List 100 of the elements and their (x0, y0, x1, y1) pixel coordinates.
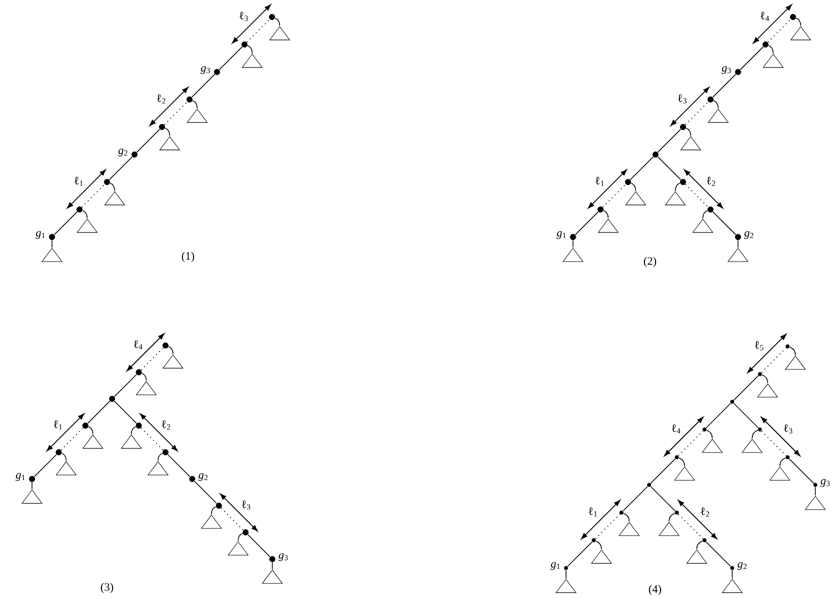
tree-node (136, 369, 142, 376)
subtree-triangle (136, 381, 157, 396)
tree-edge (768, 45, 774, 54)
node-label: g$_{3}$ (722, 66, 731, 74)
tree-edge (740, 46, 764, 70)
tree-edge (779, 458, 786, 466)
subtree-triangle (692, 218, 714, 233)
tree-node (674, 510, 679, 515)
dotted-line (761, 430, 786, 456)
tree-node (647, 482, 652, 487)
node-label: g$_{1}$ (36, 231, 45, 239)
node-label: g$_{3}$ (200, 66, 210, 74)
node-label: g$_{1}$ (556, 231, 566, 239)
tree-node (109, 396, 116, 402)
tree-node (762, 42, 769, 48)
node-label: g$_{1}$ (550, 562, 560, 570)
panel-caption: (2) (644, 256, 656, 268)
dotted-line (594, 514, 620, 540)
tree-edge (630, 182, 636, 192)
tree-edge (274, 18, 280, 26)
tree-node (786, 455, 790, 460)
length-label: ℓ$_{1}$ (596, 176, 604, 186)
tree-edge (34, 454, 57, 478)
tree-edge (732, 570, 733, 579)
node-label: g$_{3}$ (278, 553, 288, 561)
tree-edge (712, 74, 736, 98)
tree-node (680, 124, 686, 130)
dotted-line (60, 428, 84, 450)
tree-edge (130, 426, 136, 435)
subtree-triangle (82, 434, 104, 449)
dotted-line (684, 101, 709, 126)
tree-edge (61, 453, 67, 462)
tree-edge (167, 454, 190, 478)
dotted-line (81, 184, 106, 208)
tree-edge (789, 346, 796, 356)
length-label: ℓ$_{1}$ (74, 176, 83, 186)
tree-node (76, 206, 82, 212)
tree-node (702, 538, 707, 542)
tree-node (216, 502, 222, 509)
tree-edge (572, 240, 574, 248)
length-label: ℓ$_{3}$ (240, 12, 248, 21)
tree-node (786, 344, 790, 348)
length-label: ℓ$_{2}$ (162, 420, 170, 430)
tree-edge (136, 128, 160, 153)
tree-node (680, 179, 686, 185)
node-label: g$_{1}$ (16, 473, 25, 481)
tree-edge (788, 458, 814, 484)
tree-edge (211, 506, 216, 515)
length-label: ℓ$_{4}$ (672, 424, 680, 434)
tree-edge (696, 540, 703, 550)
tree-node (186, 96, 192, 102)
panel-caption: (4) (648, 584, 662, 596)
length-label: ℓ$_{2}$ (700, 507, 710, 517)
tree-edge (238, 533, 243, 542)
tree-edge (674, 182, 680, 192)
tree-node (758, 428, 762, 432)
tree-edge (622, 486, 648, 512)
tree-edge (762, 374, 768, 384)
tree-node (625, 179, 631, 185)
tree-edge (657, 156, 682, 180)
tree-edge (110, 182, 116, 192)
subtree-triangle (664, 191, 686, 206)
dotted-line (140, 347, 164, 370)
node-label: g$_{2}$ (744, 231, 754, 239)
tree-edge (272, 562, 273, 570)
tree-node (56, 449, 62, 456)
tree-edge (603, 210, 609, 219)
length-label: ℓ$_{5}$ (754, 341, 764, 350)
tree-edge (650, 458, 676, 484)
tree-edge (686, 128, 692, 136)
length-label: ℓ$_{3}$ (242, 500, 250, 510)
tree-node (758, 372, 762, 376)
length-label: ℓ$_{1}$ (54, 420, 62, 430)
subtree-triangle (686, 550, 708, 564)
length-label: ℓ$_{4}$ (760, 12, 770, 21)
tree-node (708, 96, 714, 102)
tree-node (242, 529, 249, 536)
tree-edge (574, 211, 599, 236)
tree-node (790, 14, 796, 20)
tree-edge (168, 346, 174, 354)
tree-edge (191, 74, 216, 98)
tree-edge (623, 512, 630, 522)
tree-node (674, 455, 679, 460)
tree-edge (713, 100, 719, 109)
subtree-triangle (590, 550, 612, 564)
node-label: g$_{3}$ (820, 479, 830, 487)
node-label: g$_{2}$ (118, 148, 128, 156)
tree-edge (248, 534, 270, 558)
tree-edge (630, 156, 654, 180)
panel-caption: (3) (100, 582, 114, 594)
tree-node (619, 510, 624, 515)
subtree-triangle (702, 438, 723, 453)
subtree-triangle (804, 496, 826, 510)
dotted-line (684, 184, 709, 208)
tree-edge (247, 45, 253, 54)
tree-edge (733, 375, 759, 401)
tree-edge (88, 426, 94, 435)
dotted-line (767, 18, 792, 43)
tree-edge (54, 211, 78, 236)
tree-node (269, 14, 275, 20)
